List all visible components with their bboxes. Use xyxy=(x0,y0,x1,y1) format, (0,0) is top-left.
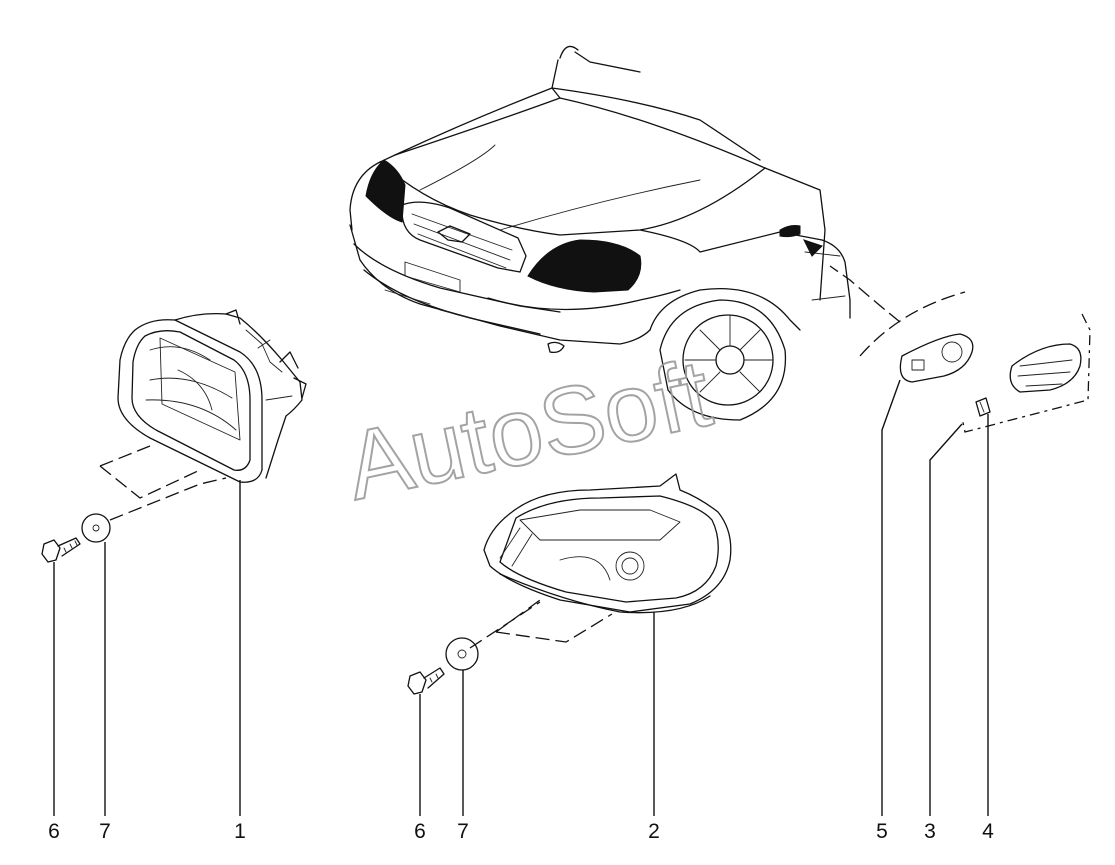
callout-label: 2 xyxy=(648,820,660,843)
washer-part-7-left xyxy=(81,513,111,543)
washer-part-7-center xyxy=(445,637,479,671)
vehicle-front-illustration xyxy=(349,45,851,421)
bolt-part-6-left xyxy=(41,537,81,563)
callout-labels: 6 7 1 6 7 2 5 3 4 xyxy=(48,820,994,843)
callout-label: 7 xyxy=(457,820,469,843)
callout-label: 3 xyxy=(924,820,936,843)
fog-lamp-assembly-part-2 xyxy=(483,473,732,614)
callout-label: 7 xyxy=(99,820,111,843)
callout-label: 1 xyxy=(234,820,246,843)
callout-label: 5 xyxy=(876,820,888,843)
bolt-part-6-center xyxy=(407,667,445,695)
assembly-lines xyxy=(99,239,966,649)
headlamp-assembly-part-1 xyxy=(117,309,307,483)
callout-leaders xyxy=(53,379,989,816)
right-headlamp-fill xyxy=(365,159,406,223)
bulb-part-4 xyxy=(975,397,991,417)
callout-label: 4 xyxy=(982,820,994,843)
side-marker-gasket-part-5 xyxy=(899,333,974,383)
side-marker-fill xyxy=(779,225,801,238)
callout-label: 6 xyxy=(414,820,426,843)
callout-label: 6 xyxy=(48,820,60,843)
left-headlamp-fill xyxy=(527,239,642,293)
watermark-text: AutoSoft xyxy=(337,339,719,520)
side-marker-lamp-part-3 xyxy=(961,313,1091,433)
